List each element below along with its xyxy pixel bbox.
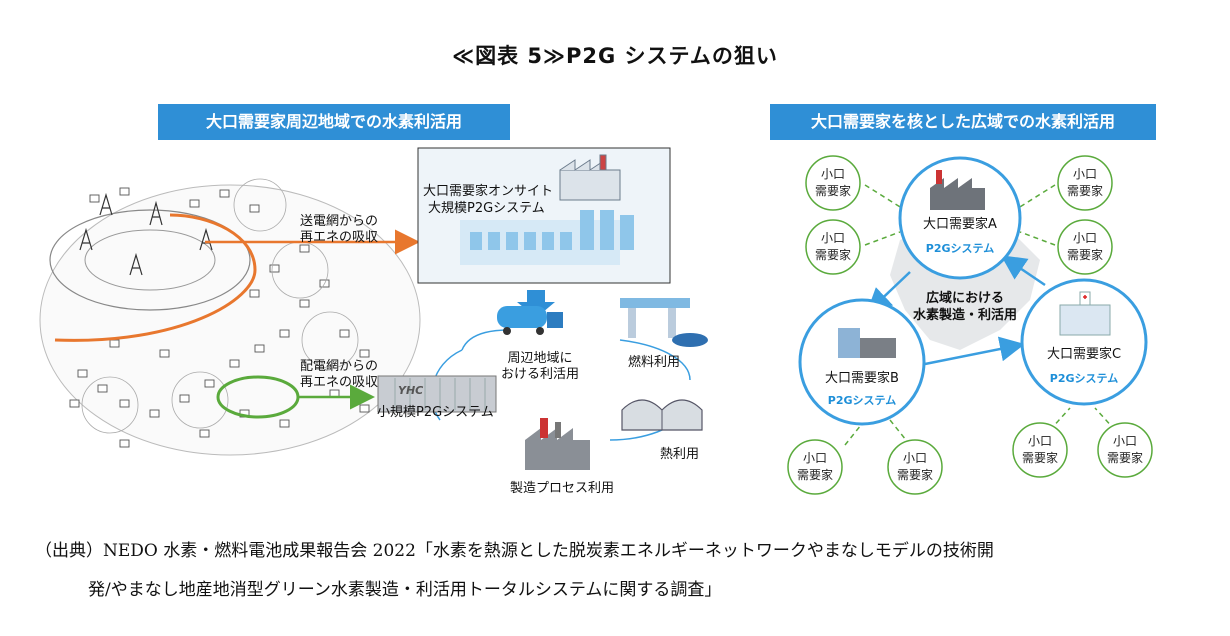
small-p2g-container-icon xyxy=(377,375,497,413)
hospital-c-icon xyxy=(1059,291,1111,336)
hub-b-circle xyxy=(798,298,926,426)
fuel-use-label: 燃料利用 xyxy=(628,355,681,370)
center-label-2: 水素製造・利活用 xyxy=(912,308,1017,323)
small-customer-circles xyxy=(787,155,1153,495)
factory-a-icon xyxy=(930,170,985,210)
small-customer-5: 小口需要家 xyxy=(796,451,833,482)
heat-use-label: 熱利用 xyxy=(660,447,700,462)
greenhouse-icon xyxy=(621,399,703,431)
small-customer-3: 小口需要家 xyxy=(1066,167,1103,198)
hub-a-p2g-label: P2Gシステム xyxy=(925,242,995,255)
transmission-label-2: 再エネの吸収 xyxy=(300,230,379,245)
small-customer-2: 小口需要家 xyxy=(814,231,851,262)
source-line-1: （出典）NEDO 水素・燃料電池成果報告会 2022「水素を熱源とした脱炭素エネ… xyxy=(35,541,994,561)
utilization-loop xyxy=(431,329,691,441)
transmission-label-1: 送電網からの xyxy=(300,214,379,229)
small-customer-6: 小口需要家 xyxy=(896,451,933,482)
small-p2g-label: 小規模P2Gシステム xyxy=(377,405,494,420)
container-mark: YHC xyxy=(398,384,424,397)
left-panel-banner: 大口需要家周辺地域での水素利活用 xyxy=(158,104,510,140)
hub-b-label: 大口需要家B xyxy=(825,371,899,386)
hub-a-label: 大口需要家A xyxy=(923,217,997,232)
hub-c-p2g-label: P2Gシステム xyxy=(1049,372,1119,385)
local-use-label-1: 周辺地域に xyxy=(507,351,573,366)
hub-b-p2g-label: P2Gシステム xyxy=(827,394,897,407)
onsite-label-1: 大口需要家オンサイト xyxy=(423,184,554,199)
small-customer-1: 小口需要家 xyxy=(814,167,851,198)
hub-c-label: 大口需要家C xyxy=(1046,347,1122,362)
transmission-grid-curve xyxy=(54,213,257,342)
onsite-label-2: 大規模P2Gシステム xyxy=(428,201,545,216)
local-use-label-2: おける利活用 xyxy=(500,367,579,382)
onsite-p2g-panel xyxy=(417,147,671,284)
source-line-2: 発/やまなし地産地消型グリーン水素製造・利活用トータルシステムに関する調査」 xyxy=(88,580,722,600)
center-label-1: 広域における xyxy=(925,291,1004,306)
tanker-truck-icon xyxy=(497,306,563,335)
small-customer-8: 小口需要家 xyxy=(1106,434,1143,465)
hub-c-circle xyxy=(1020,278,1148,406)
factory-icon xyxy=(525,418,590,470)
process-use-label: 製造プロセス利用 xyxy=(510,481,615,496)
figure-title: ≪図表 5≫P2G システムの狙い xyxy=(452,44,778,68)
distribution-label-2: 再エネの吸収 xyxy=(300,375,379,390)
link-c-to-a xyxy=(1000,255,1046,287)
right-panel-banner: 大口需要家を核とした広域での水素利活用 xyxy=(770,104,1156,140)
small-customer-4: 小口需要家 xyxy=(1066,231,1103,262)
small-customer-7: 小口需要家 xyxy=(1021,434,1058,465)
building-b-icon xyxy=(838,328,896,358)
power-grid-network xyxy=(39,178,421,456)
distribution-label-1: 配電網からの xyxy=(300,359,379,374)
link-b-to-c xyxy=(919,336,1025,367)
fuel-station-icon xyxy=(620,298,708,347)
down-arrow xyxy=(517,290,555,318)
